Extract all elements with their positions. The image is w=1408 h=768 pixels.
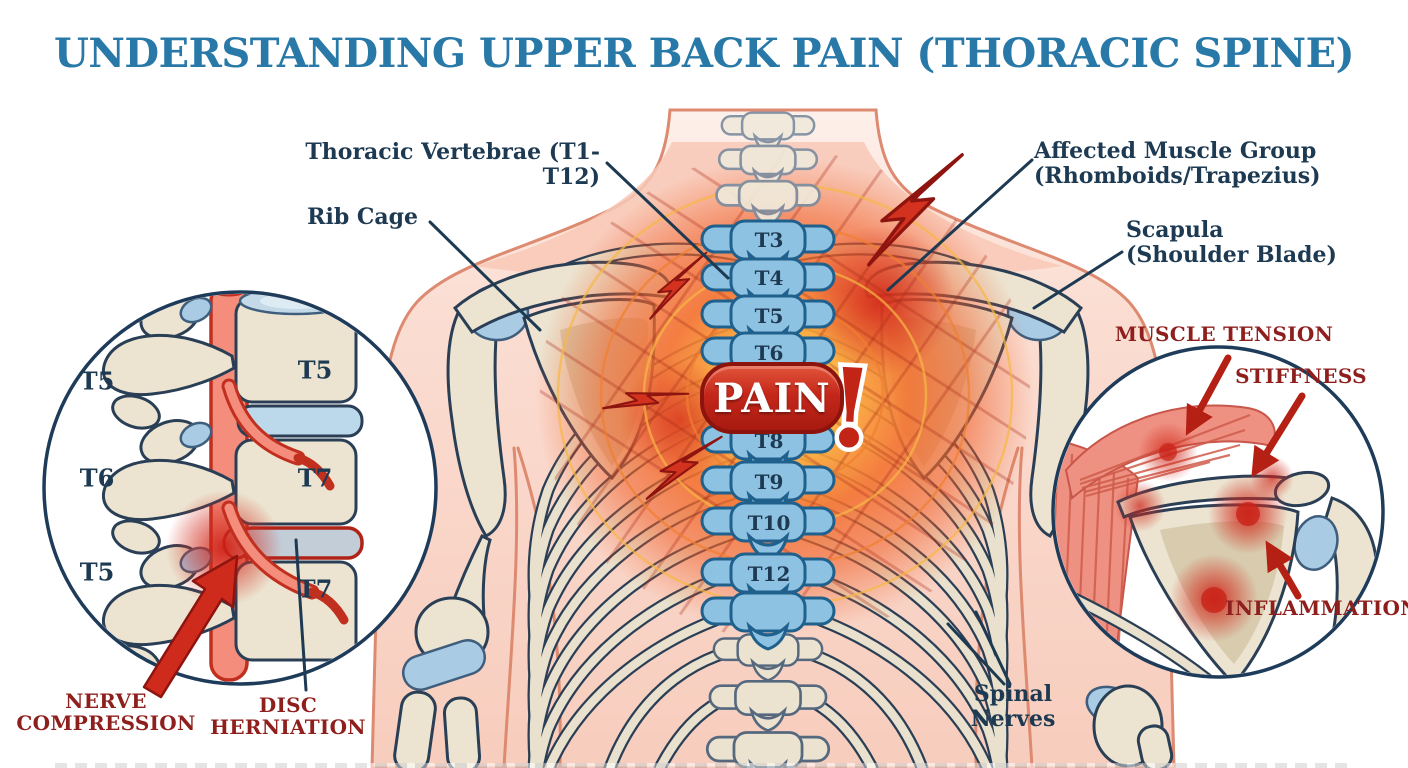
callout-line: Nerves: [970, 706, 1056, 733]
affected-muscle-pointer-line: [886, 158, 1034, 292]
caption-line: HERNIATION: [210, 715, 366, 740]
vertebra-processes: [101, 294, 236, 680]
callout-line: (Shoulder Blade): [1126, 242, 1337, 269]
muscle-tension-label: MUSCLE TENSION: [1114, 322, 1334, 346]
compression-glow: [166, 490, 282, 606]
spine-label-t10: T10: [747, 511, 791, 535]
callout-line: Spinal: [973, 681, 1053, 707]
pain-label: PAIN: [713, 374, 831, 422]
right-inset: [1051, 345, 1385, 679]
spine-label-t12: T12: [747, 562, 791, 586]
spine-label-t9: T9: [754, 470, 784, 494]
caption-line: NERVE: [65, 689, 147, 713]
left-inset: [42, 290, 438, 699]
scapula-pointer-line: [1032, 250, 1124, 310]
right-armpit-crease: [1017, 446, 1034, 768]
rib-cage-pointer-line: [428, 220, 542, 332]
callout-thoracic-vertebrae: Thoracic Vertebrae (T1-T12): [305, 139, 600, 191]
stiffness-arrow-icon: [1251, 392, 1306, 478]
inflammation-arrow-icon: [1265, 540, 1302, 600]
inset-vertebra-label: T5: [79, 366, 115, 396]
callout-affected-muscle-group: Affected Muscle Group (Rhomboids/Trapezi…: [1034, 138, 1321, 190]
spine-label-t3: T3: [754, 228, 784, 252]
inset-vertebra-label: T7: [297, 574, 333, 604]
inset-vertebra-label: T7: [297, 463, 333, 493]
disc-herniation-label: DISC HERNIATION: [210, 694, 366, 739]
right-inset-circle: [1051, 345, 1385, 679]
inset-vertebra-label: T5: [297, 355, 333, 385]
left-armpit-crease: [502, 446, 519, 768]
inset-vertebra-label: T6: [79, 463, 115, 493]
callout-line: (Rhomboids/Trapezius): [1034, 163, 1321, 190]
page-title: UNDERSTANDING UPPER BACK PAIN (THORACIC …: [53, 30, 1355, 77]
spine-label-t5: T5: [754, 304, 784, 328]
caption-line: DISC: [258, 693, 318, 717]
spine-label-t6: T6: [754, 341, 784, 365]
callout-line: Affected Muscle Group: [1034, 138, 1317, 164]
elbow-left: [393, 533, 492, 768]
disc-herniation-pointer-line: [294, 538, 308, 692]
spinal-nerves-pointer-line: [946, 622, 1006, 686]
caption-line: COMPRESSION: [16, 711, 196, 736]
nerve-compression-label: NERVE COMPRESSION: [16, 690, 195, 735]
inset-vertebra-label: T5: [79, 557, 115, 587]
stiffness-label: STIFFNESS: [1235, 364, 1367, 388]
callout-scapula: Scapula (Shoulder Blade): [1126, 217, 1337, 269]
pain-badge: PAIN: [700, 362, 844, 434]
callout-lines: [428, 158, 1124, 686]
cropped-caption-strip: [55, 763, 1353, 768]
lumbar-spine: [705, 633, 831, 768]
left-inset-circle: [42, 290, 438, 686]
elbow-right: [1085, 684, 1174, 768]
inflammation-label: INFLAMMATION: [1225, 596, 1408, 620]
nerve-compression-arrow-icon: [142, 554, 239, 699]
callout-rib-cage: Rib Cage: [307, 204, 418, 230]
callout-line: Scapula: [1126, 217, 1224, 243]
spinal-nerves-pointer-line: [974, 610, 1012, 686]
callout-spinal-nerves: Spinal Nerves: [948, 681, 1078, 733]
thoracic-vertebrae-pointer-line: [605, 161, 730, 280]
spine-label-t4: T4: [754, 266, 784, 290]
vertebral-bodies: [222, 294, 364, 662]
muscle-tension-arrow-icon: [1185, 354, 1232, 436]
